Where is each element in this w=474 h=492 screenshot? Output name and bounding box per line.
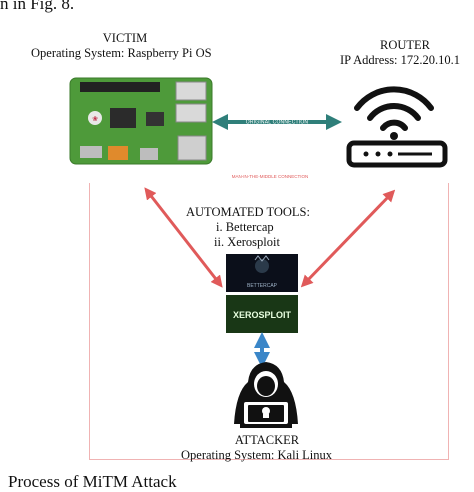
original-connection-label: ORIGINAL CONNECTION [246, 120, 309, 126]
victim-attacker-arrow [144, 187, 223, 288]
attacker-os-label: Operating System: Kali Linux [181, 448, 333, 462]
router-ip-label: IP Address: 172.20.10.1 [340, 53, 461, 67]
xerosploit-banner-icon: XEROSPLOIT [226, 295, 298, 333]
svg-text:❀: ❀ [92, 115, 98, 123]
figure-caption-fragment: n in Fig. 8. [0, 0, 75, 13]
router-attacker-arrow [300, 189, 396, 288]
mitm-region [89, 183, 449, 460]
raspberry-pi-board-icon: ❀ [69, 77, 213, 165]
victim-title: VICTIM [102, 31, 148, 45]
bettercap-banner-icon: BETTERCAP [226, 254, 298, 292]
figure-caption: Process of MiTM Attack [8, 472, 177, 491]
wifi-router-icon [346, 86, 448, 168]
tool-item-bettercap: i. Bettercap [216, 220, 274, 234]
victim-os-label: Operating System: Raspberry Pi OS [31, 46, 212, 60]
xerosploit-banner-text: XEROSPLOIT [233, 310, 292, 320]
bettercap-banner-text: BETTERCAP [247, 283, 278, 289]
router-title: ROUTER [380, 38, 430, 52]
tool-item-xerosploit: ii. Xerosploit [214, 235, 280, 249]
attacker-title: ATTACKER [234, 433, 300, 447]
mitm-connection-label: MAN-IN-THE-MIDDLE CONNECTION [232, 174, 309, 179]
hacker-icon [234, 362, 298, 428]
